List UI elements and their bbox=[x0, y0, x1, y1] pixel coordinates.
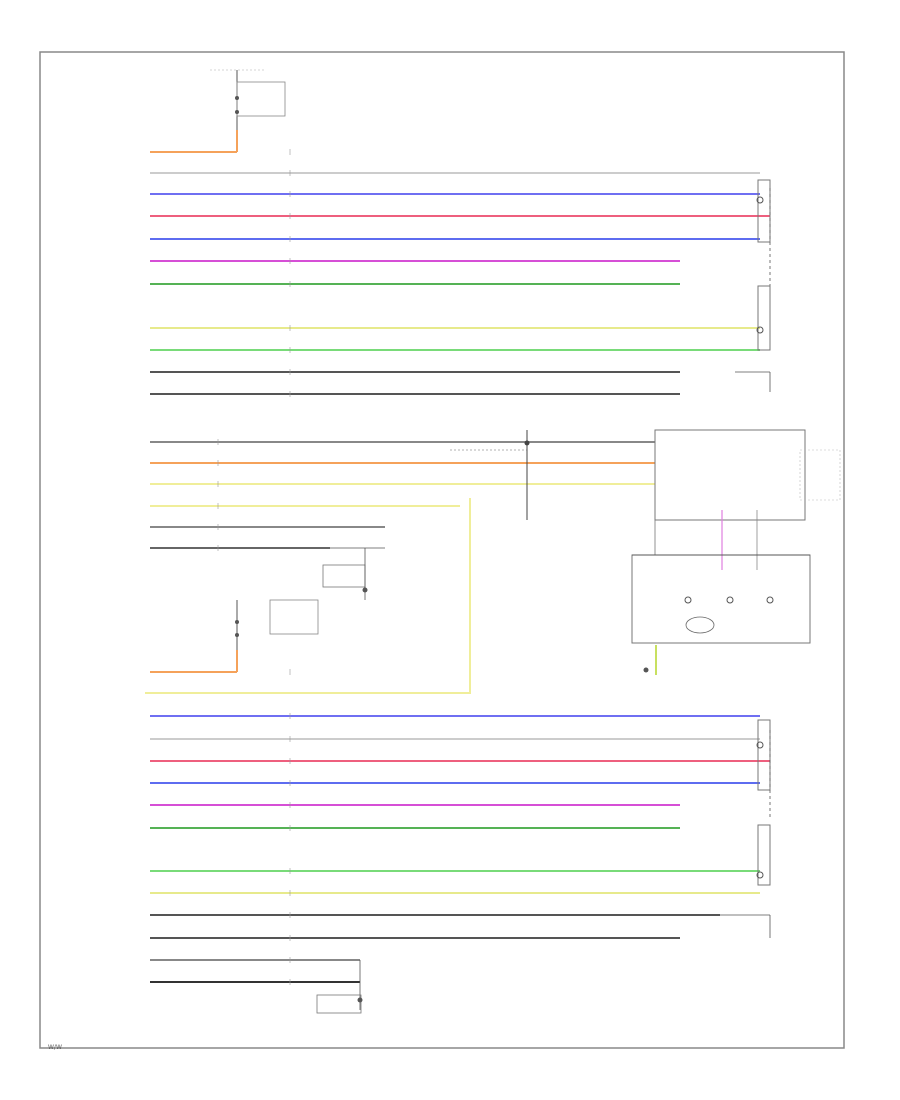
vertical-motor-connector-top bbox=[756, 285, 771, 351]
footer-code: W/W bbox=[48, 1044, 62, 1051]
green-drop-wire bbox=[643, 645, 657, 675]
mirror-ground-bottom bbox=[720, 914, 771, 938]
top-fuse-block bbox=[210, 69, 286, 150]
data-link-junction bbox=[450, 430, 530, 520]
diagram-frame bbox=[39, 51, 845, 1049]
middle-wire-harness bbox=[150, 439, 655, 551]
top-wire-harness bbox=[150, 130, 770, 397]
seat-memory-module bbox=[631, 429, 841, 644]
middle-switch bbox=[322, 547, 385, 600]
bottom-fuse-block bbox=[235, 599, 319, 665]
horizontal-motor-connector-bottom bbox=[756, 719, 771, 820]
horizontal-motor-connector-top bbox=[756, 179, 771, 300]
bottom-switch bbox=[316, 960, 363, 1014]
serial-data-feeder-wire bbox=[145, 498, 471, 694]
vertical-motor-connector-bottom bbox=[756, 824, 771, 886]
bottom-wire-harness bbox=[150, 650, 770, 985]
mirror-ground-top bbox=[735, 371, 771, 392]
